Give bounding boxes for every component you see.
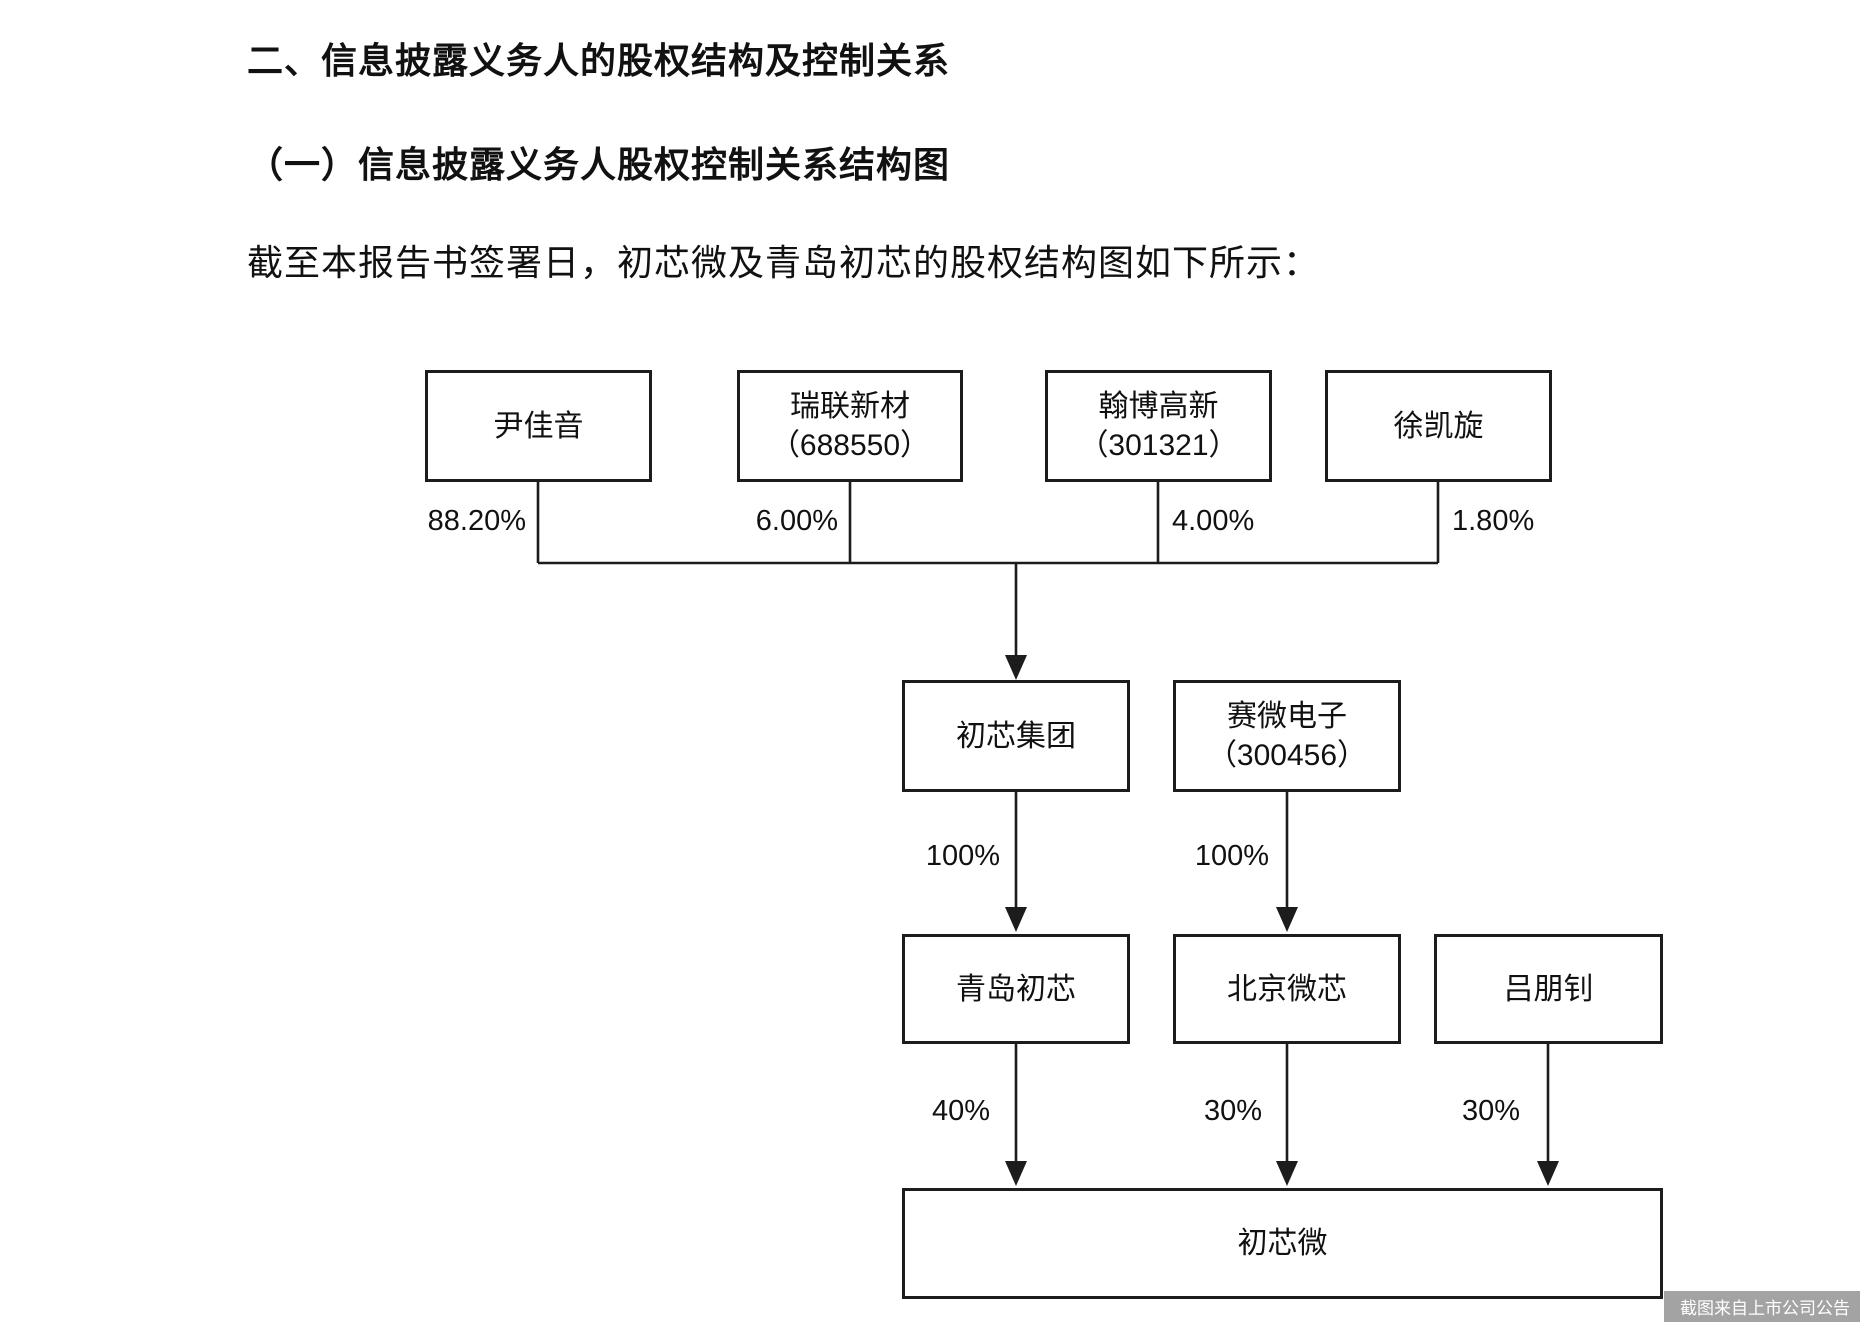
subsection-heading: （一）信息披露义务人股权控制关系结构图 — [247, 145, 951, 185]
edge-label-saiwei-beijing: 100% — [1194, 840, 1269, 872]
edge-label-xukaixuan: 1.80% — [1452, 505, 1535, 537]
node-label: 吕朋钊 — [1503, 972, 1594, 1006]
node-label: 赛微电子 — [1227, 700, 1347, 733]
watermark-text: 截图来自上市公司公告 — [1680, 1299, 1850, 1318]
node-label: 徐凯旋 — [1393, 409, 1484, 443]
node-label: 尹佳音 — [493, 409, 584, 443]
node-ruilian-xincai: 瑞联新材 （688550） — [737, 370, 963, 482]
edge-label-yinjiayin: 88.20% — [427, 505, 526, 537]
node-stock-code: （301321） — [1078, 429, 1239, 462]
node-stock-code: （688550） — [769, 429, 931, 462]
node-lvpengzhao: 吕朋钊 — [1434, 934, 1663, 1044]
node-stock-code: （300456） — [1206, 739, 1368, 772]
edge-label-group-qingdao: 100% — [925, 840, 1000, 872]
node-chuxinwei: 初芯微 — [902, 1188, 1663, 1299]
edge-label-lv-chuxinwei: 30% — [1461, 1095, 1520, 1127]
node-beijing-weixin: 北京微芯 — [1173, 934, 1401, 1044]
intro-paragraph: 截至本报告书签署日，初芯微及青岛初芯的股权结构图如下所示： — [247, 243, 1321, 283]
node-label: 初芯集团 — [956, 719, 1076, 753]
section-heading: 二、信息披露义务人的股权结构及控制关系 — [247, 41, 951, 81]
node-yinjiayin: 尹佳音 — [425, 370, 652, 482]
node-chuxin-group: 初芯集团 — [902, 680, 1130, 792]
edge-label-ruilian: 6.00% — [755, 505, 838, 537]
node-xukaixuan: 徐凯旋 — [1325, 370, 1552, 482]
node-hanbo-gaoxin: 翰博高新 （301321） — [1045, 370, 1272, 482]
node-saiwei-dianzi: 赛微电子 （300456） — [1173, 680, 1401, 792]
node-label: 瑞联新材 — [790, 390, 910, 423]
node-qingdao-chuxin: 青岛初芯 — [902, 934, 1130, 1044]
node-label: 北京微芯 — [1227, 972, 1347, 1006]
node-label: 初芯微 — [1237, 1227, 1328, 1260]
node-label: 翰博高新 — [1098, 390, 1219, 423]
node-label: 青岛初芯 — [956, 972, 1076, 1006]
watermark-bar: 截图来自上市公司公告 — [1664, 1291, 1860, 1322]
edge-label-hanbo: 4.00% — [1172, 505, 1255, 537]
edge-label-beijing-chuxinwei: 30% — [1203, 1095, 1262, 1127]
edge-label-qingdao-chuxinwei: 40% — [931, 1095, 990, 1127]
